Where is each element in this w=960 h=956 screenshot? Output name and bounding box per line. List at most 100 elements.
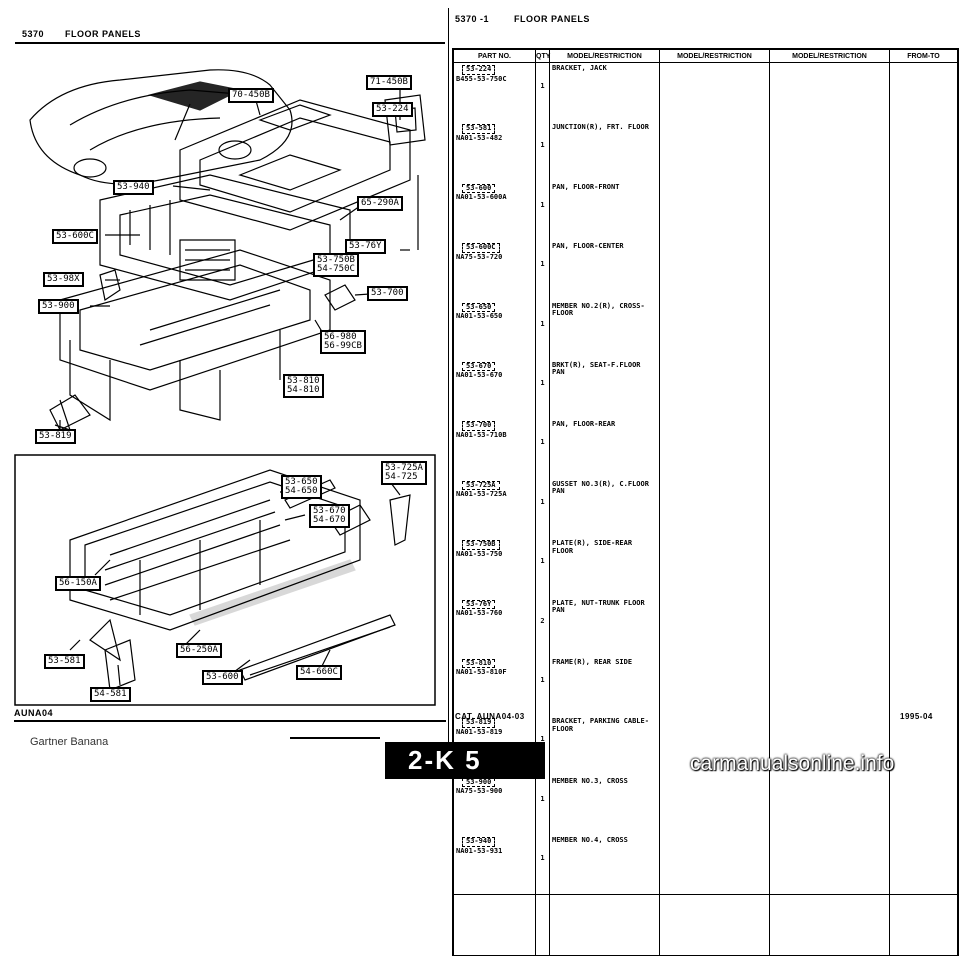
callout-56-250A: 56-250A [176, 643, 222, 658]
left-header-title: FLOOR PANELS [65, 29, 141, 39]
ref-box: 53-650 [462, 302, 496, 313]
callout-53-98X: 53-98X [43, 272, 84, 287]
callout-53-224: 53-224 [372, 102, 413, 117]
callout-53-600C: 53-600C [52, 229, 98, 244]
callout-56-150A: 56-150A [55, 576, 101, 591]
callout-54-810: 54-810 [287, 385, 320, 395]
ref-box: 53-76Y [462, 599, 496, 610]
ref-box: 53-750B [462, 540, 500, 550]
restriction-cell [659, 835, 770, 895]
description-cell: PAN, FLOOR-FRONT [549, 181, 660, 242]
restriction-cell [659, 62, 770, 123]
restriction-cell [769, 419, 890, 479]
ref-box: 53-581 [462, 124, 496, 134]
from-to-cell [889, 538, 958, 598]
description-cell: PLATE(R), SIDE-REAR FLOOR [549, 538, 660, 598]
restriction-cell [659, 597, 770, 657]
restriction-cell [659, 359, 770, 420]
watermark-left: Gartner Banana [30, 736, 109, 748]
from-to-cell [889, 478, 958, 539]
callout-56-99CB: 56-99CB [324, 341, 362, 351]
ref-box: 53-725A [462, 480, 500, 491]
restriction-cell [659, 122, 770, 182]
qty-cell: 1 [535, 62, 550, 123]
callout-54-650: 54-650 [285, 486, 318, 496]
qty-cell: 1 [535, 181, 550, 242]
callout-56-980: 56-980 [324, 332, 357, 342]
callout-53-600: 53-600 [202, 670, 243, 685]
callout-53-725A: 53-725A [385, 463, 423, 473]
qty-cell: 2 [535, 597, 550, 657]
restriction-cell [659, 300, 770, 360]
from-to-cell [889, 300, 958, 360]
description-cell: MEMBER NO.2(R), CROSS-FLOOR [549, 300, 660, 360]
right-header-code: 5370 -1 [455, 14, 490, 24]
part-number: NA01-53-760 [456, 609, 503, 618]
restriction-cell [769, 122, 890, 182]
restriction-cell [769, 597, 890, 657]
callout-53-819: 53-819 [35, 429, 76, 444]
col-part-no: PART NO. [453, 49, 536, 63]
callout-53-670: 53-670 [313, 506, 346, 516]
from-to-cell [889, 716, 958, 776]
callout-53-650-54-650: 53-650 54-650 [281, 475, 322, 499]
description-cell: MEMBER NO.3, CROSS [549, 775, 660, 836]
restriction-cell [659, 716, 770, 776]
description-cell: BRKT(R), SEAT-F.FLOOR PAN [549, 359, 660, 420]
callout-54-581: 54-581 [90, 687, 131, 702]
from-to-cell [889, 597, 958, 657]
qty-cell: 1 [535, 775, 550, 836]
restriction-cell [659, 241, 770, 301]
qty-cell: 1 [535, 478, 550, 539]
callout-53-725A-54-725: 53-725A 54-725 [381, 461, 427, 485]
from-to-cell [889, 775, 958, 836]
qty-cell: 1 [535, 835, 550, 895]
restriction-cell [769, 359, 890, 420]
page-divider [448, 8, 449, 748]
qty-cell: 1 [535, 538, 550, 598]
part-number: NA01-53-710B [456, 430, 507, 439]
part-number: NA75-53-720 [456, 252, 503, 261]
part-number: NA01-53-931 [456, 846, 503, 855]
qty-cell: 1 [535, 241, 550, 301]
qty-cell: 1 [535, 122, 550, 182]
footer-date: 1995-04 [900, 712, 933, 721]
restriction-cell [769, 62, 890, 123]
part-number: NA01-53-810F [456, 668, 507, 677]
description-cell: GUSSET NO.3(R), C.FLOOR PAN [549, 478, 660, 539]
part-number: NA01-53-819 [456, 727, 503, 736]
car-body-outline [30, 70, 292, 184]
part-number: NA01-53-725A [456, 490, 507, 499]
page-number: 2-K 5 [408, 745, 482, 775]
ref-box: 53-224 [462, 65, 496, 75]
restriction-cell [659, 538, 770, 598]
col-from-to: FROM-TO [889, 49, 958, 63]
ref-box: 53-600C [462, 243, 500, 253]
callout-54-750C: 54-750C [317, 264, 355, 274]
from-to-cell [889, 181, 958, 242]
callout-54-660C: 54-660C [296, 665, 342, 680]
restriction-cell [659, 775, 770, 836]
restriction-cell [769, 835, 890, 895]
callout-53-670-54-670: 53-670 54-670 [309, 504, 350, 528]
watermark-right: carmanualsonline.info [690, 752, 895, 775]
description-cell: PLATE, NUT-TRUNK FLOOR PAN [549, 597, 660, 657]
part-number: NA75-53-900 [456, 787, 503, 796]
restriction-cell [659, 478, 770, 539]
right-footer-code: CAT. AUNA04-03 [455, 712, 525, 721]
